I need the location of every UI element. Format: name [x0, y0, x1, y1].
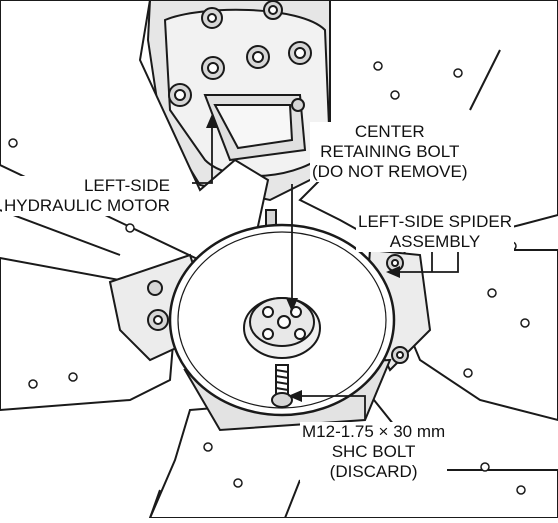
- spider-assembly-label-line2: ASSEMBLY: [389, 232, 481, 251]
- center-bolt-label-line1: CENTER: [354, 122, 425, 141]
- hub-disc: [168, 223, 396, 417]
- center-bolt-label-line2: RETAINING BOLT: [320, 142, 460, 161]
- center-retaining-bolt-label: CENTER RETAINING BOLT (DO NOT REMOVE): [310, 122, 470, 182]
- hydraulic-motor-label-line2: HYDRAULIC MOTOR: [4, 196, 170, 215]
- shc-bolt-label: M12-1.75 × 30 mm SHC BOLT (DISCARD): [300, 422, 448, 482]
- shc-bolt-label-line1: M12-1.75 × 30 mm: [302, 422, 446, 441]
- shc-bolt-label-line3: (DISCARD): [329, 462, 418, 481]
- spider-assembly-label-line1: LEFT-SIDE SPIDER: [358, 212, 512, 231]
- spider-assembly-label: LEFT-SIDE SPIDER ASSEMBLY: [356, 212, 514, 252]
- hydraulic-motor-label-line1: LEFT-SIDE: [83, 176, 170, 195]
- leader-lines: [192, 125, 459, 420]
- shc-bolt-label-line2: SHC BOLT: [331, 442, 416, 461]
- center-bolt-label-line3: (DO NOT REMOVE): [312, 162, 468, 181]
- shc-bolt: [271, 364, 293, 408]
- hydraulic-motor-label: LEFT-SIDE HYDRAULIC MOTOR: [2, 176, 172, 216]
- leader-arrowheads: [206, 114, 400, 402]
